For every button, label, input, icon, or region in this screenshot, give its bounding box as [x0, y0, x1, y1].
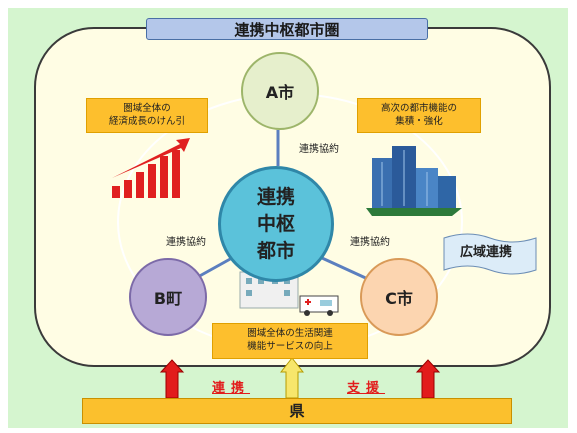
link-label-left: 連携協約: [166, 237, 206, 248]
support-word-renkei: 連携: [212, 381, 251, 396]
growth-chart-icon: [112, 138, 190, 198]
buildings-icon: [366, 146, 462, 216]
node-b-town: B町: [129, 258, 207, 336]
arrow-up-left: [159, 359, 185, 399]
node-c-city: C市: [360, 258, 438, 336]
node-core-city: 連携 中枢 都市: [218, 166, 334, 282]
link-label-right: 連携協約: [350, 237, 390, 248]
arrow-up-center: [279, 357, 305, 399]
node-a-city: A市: [241, 52, 319, 130]
kouiki-label: 広域連携: [459, 245, 512, 260]
link-label-top: 連携協約: [299, 144, 339, 155]
note-living-services: 圏域全体の生活関連 機能サービスの向上: [212, 323, 368, 359]
arrow-up-right: [415, 359, 441, 399]
prefecture-bar: 県: [82, 398, 512, 424]
flag-banner-icon: [443, 233, 537, 275]
link-line-c: [321, 256, 371, 282]
page-title: 連携中枢都市圏: [146, 18, 428, 40]
note-economic-growth: 圏域全体の 経済成長のけん引: [86, 98, 208, 133]
note-urban-functions: 高次の都市機能の 集積・強化: [357, 98, 481, 133]
link-line-b: [195, 256, 233, 280]
support-word-shien: 支援: [347, 381, 386, 396]
ambulance-icon: [299, 295, 339, 316]
kouiki-banner: 広域連携: [442, 232, 536, 276]
